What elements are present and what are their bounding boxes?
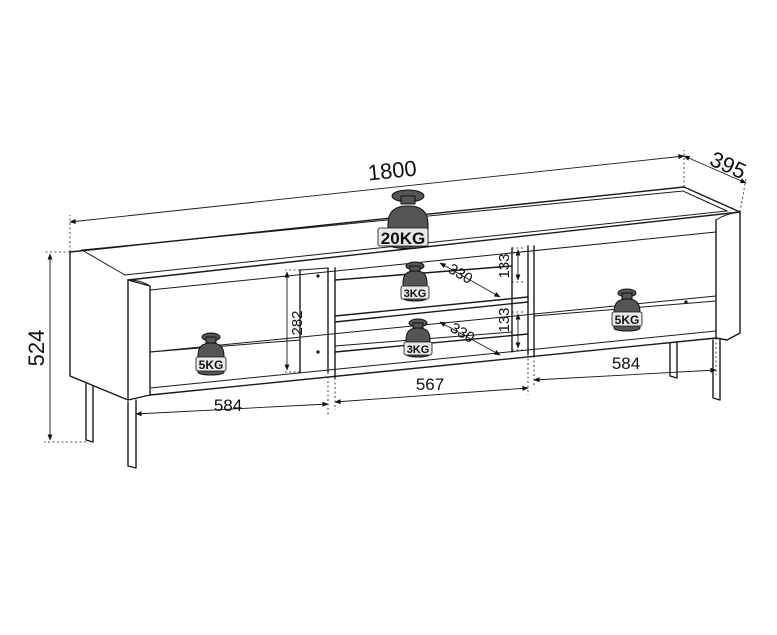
dim-line-total-width <box>69 154 685 224</box>
weight-label-left-compartment: 5KG <box>199 358 224 372</box>
dim-line-left-width <box>135 401 329 417</box>
weight-icon-right-compartment: 5KG <box>611 288 643 332</box>
dimension-lines <box>47 154 747 441</box>
weight-label-upper-shelf: 3KG <box>404 288 427 300</box>
leg-front-left <box>127 399 137 469</box>
front-bottom-edge <box>149 337 717 396</box>
weight-label-lower-shelf: 3KG <box>407 344 430 356</box>
left-end-panel <box>127 279 151 401</box>
weight-label-top: 20KG <box>381 229 425 248</box>
weight-icon-lower-shelf: 3KG <box>403 318 433 358</box>
dim-line-upper-shelf-depth <box>439 262 501 298</box>
label-lower-spacing: 133 <box>496 307 513 332</box>
label-upper-shelf-depth: 330 <box>445 260 475 287</box>
label-lower-shelf-depth: 330 <box>447 319 477 346</box>
dim-line-right-width <box>533 367 717 383</box>
label-middle-width: 567 <box>416 375 444 394</box>
weight-label-right-compartment: 5KG <box>615 313 640 327</box>
label-compartment-height: 282 <box>289 310 306 335</box>
left-side-panel <box>69 251 129 401</box>
dim-line-depth <box>683 155 747 184</box>
label-total-width: 1800 <box>367 156 418 186</box>
weight-icon-top: 20KG <box>377 189 429 249</box>
label-height: 524 <box>24 330 49 367</box>
weight-icon-left-compartment: 5KG <box>195 332 227 376</box>
leg-front-right <box>712 338 721 401</box>
label-depth: 395 <box>706 146 750 184</box>
dim-line-middle-width <box>334 385 529 405</box>
label-right-width: 584 <box>612 354 640 373</box>
weight-icon-upper-shelf: 3KG <box>400 261 430 302</box>
dim-line-lower-shelf-depth <box>439 321 501 356</box>
label-upper-spacing: 133 <box>496 253 513 278</box>
right-end-panel <box>715 211 741 341</box>
leg-back-left <box>85 383 94 443</box>
label-left-width: 584 <box>214 396 242 415</box>
